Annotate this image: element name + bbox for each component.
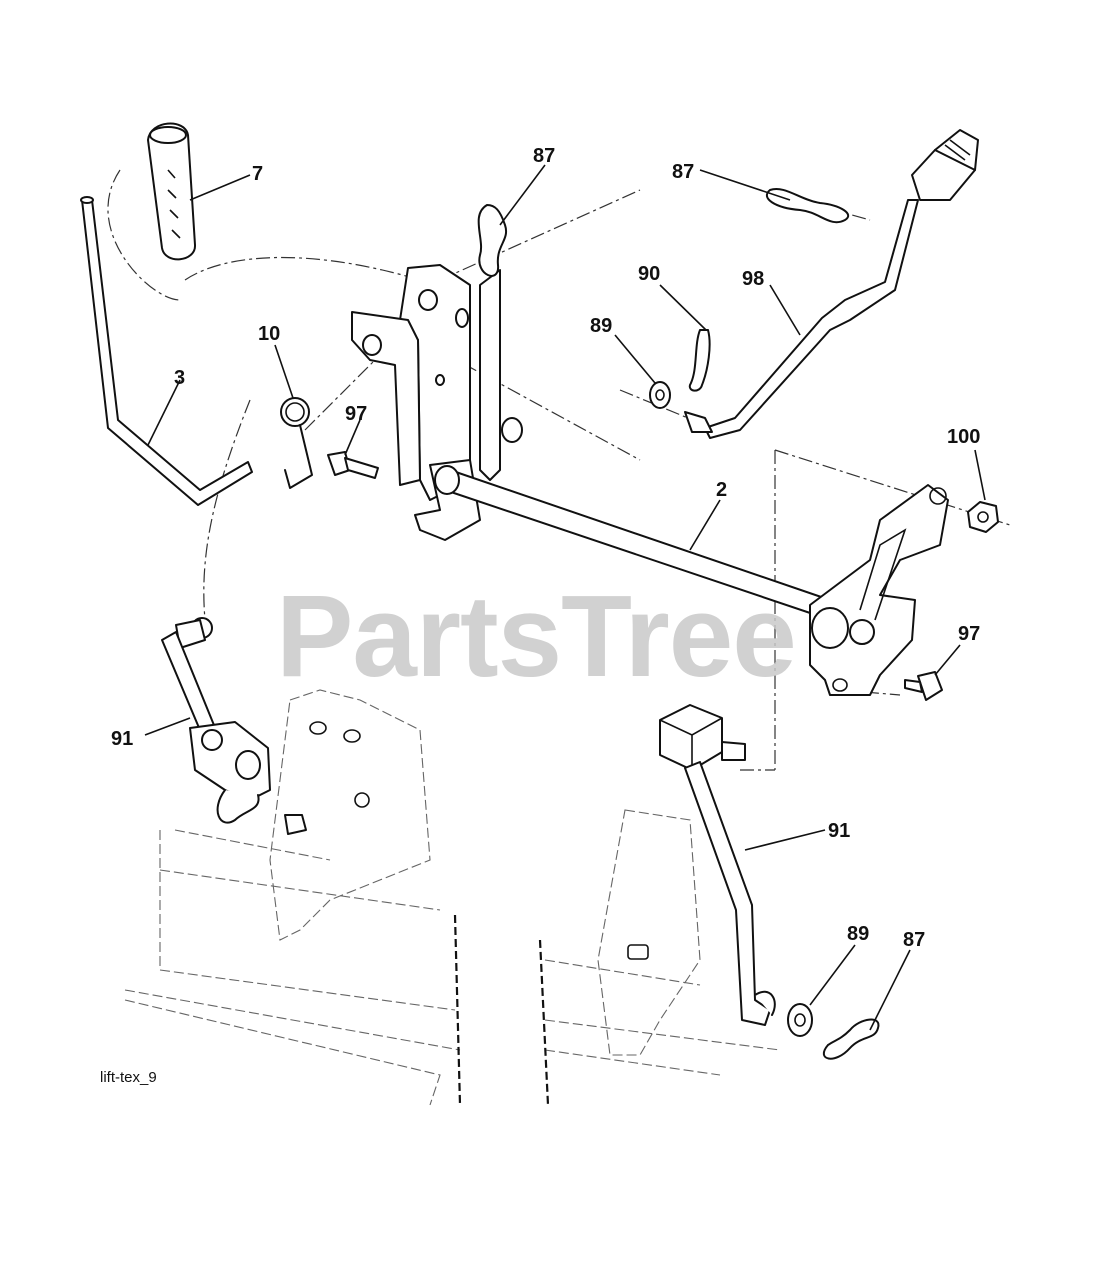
cotter-pin: [688, 329, 711, 392]
hex-nut: [967, 501, 999, 533]
deck-outline-right: [538, 939, 781, 1106]
adjust-rod: [684, 129, 979, 439]
callout-labels: 7 3 10 97 87 87 90 89 98 100 2 97 91 91 …: [111, 145, 980, 951]
callout-87-top: 87: [533, 145, 555, 167]
callout-90: 90: [638, 263, 660, 285]
leader-lines: [144, 164, 986, 1031]
callout-2: 2: [716, 479, 727, 501]
diagram-caption: lift-tex_9: [100, 1069, 157, 1086]
lift-lever: [80, 196, 253, 506]
callout-91-left: 91: [111, 728, 133, 750]
callout-97-top: 97: [345, 403, 367, 425]
callout-100: 100: [947, 426, 980, 448]
callout-3: 3: [174, 367, 185, 389]
callout-89-top: 89: [590, 315, 612, 337]
lift-link-left: [161, 617, 307, 835]
hairpin-clip-bottom: [822, 1018, 880, 1060]
callout-97-right: 97: [958, 623, 980, 645]
torsion-spring: [280, 397, 313, 489]
right-deck-bracket: [597, 809, 701, 1056]
washer-top: [649, 381, 671, 409]
callout-98: 98: [742, 268, 764, 290]
callout-7: 7: [252, 163, 263, 185]
deck-outline-left: [124, 829, 462, 1106]
callout-87-bottom: 87: [903, 929, 925, 951]
left-deck-bracket: [269, 689, 431, 941]
bolt-top: [327, 451, 379, 479]
handle-grip: [147, 122, 197, 261]
washer-bottom: [787, 1003, 813, 1037]
callout-89-bottom: 89: [847, 923, 869, 945]
callout-87-right: 87: [672, 161, 694, 183]
callout-10: 10: [258, 323, 280, 345]
bolt-right: [904, 671, 943, 701]
right-lift-arm: [809, 484, 949, 696]
hairpin-clip-top: [477, 204, 508, 277]
watermark: PartsTree: [276, 571, 796, 701]
hairpin-clip-right: [765, 188, 850, 224]
lift-link-right: [659, 704, 776, 1026]
callout-91-right: 91: [828, 820, 850, 842]
